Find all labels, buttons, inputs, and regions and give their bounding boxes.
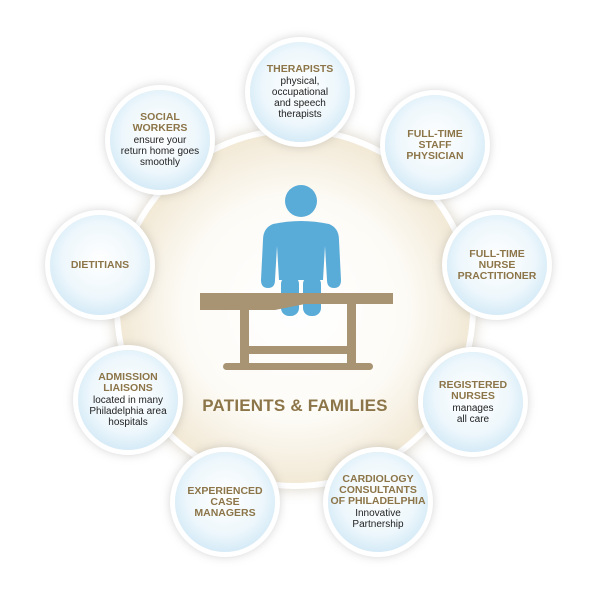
role-title-line: DIETITIANS [70, 258, 130, 271]
bed-right-post [347, 302, 356, 364]
role-title-line: REGISTERED [438, 378, 508, 391]
role-title-line: STAFF [418, 138, 452, 151]
role-title-line: PRACTITIONER [457, 269, 537, 282]
role-title-line: PHYSICIAN [406, 149, 464, 162]
role-title-line: FULL-TIME [469, 247, 525, 260]
role-title-line: FULL-TIME [407, 127, 463, 140]
role-title-line: MANAGERS [194, 506, 256, 519]
role-title: THERAPISTS [267, 64, 334, 75]
role-description-line: therapists [278, 109, 322, 120]
role-description-line: return home goes [120, 146, 200, 157]
role-title-line: NURSE [478, 258, 516, 271]
role-title-line: WORKERS [132, 122, 188, 134]
patient-on-bed-icon [200, 185, 393, 370]
role-title-line: CARDIOLOGY [342, 473, 414, 485]
role-title-line: ADMISSION [98, 371, 158, 383]
role-description-line: manages [452, 402, 494, 414]
role-title: DIETITIANS [70, 258, 130, 271]
patient-body [261, 221, 341, 288]
bed-surface [200, 293, 393, 310]
role-title-line: SOCIAL [140, 111, 180, 123]
role-description-line: all care [456, 413, 490, 425]
role-description-line: Innovative [355, 508, 401, 519]
bed-base [223, 363, 373, 370]
role-node-dietitians: DIETITIANS [50, 215, 150, 315]
center-label: PATIENTS & FAMILIES [202, 396, 388, 415]
role-description-line: ensure your [133, 135, 187, 146]
bed-left-post [240, 308, 249, 364]
role-description-line: located in many [92, 395, 164, 406]
role-description-line: hospitals [108, 417, 148, 428]
patient-head [285, 185, 317, 217]
bed-frame [240, 346, 356, 354]
role-title-line: LIAISONS [103, 382, 153, 394]
role-title-line: THERAPISTS [266, 63, 334, 75]
role-description-line: Partnership [352, 519, 404, 530]
role-description-line: and speech [274, 98, 326, 109]
role-description-line: physical, [280, 76, 320, 87]
role-description-line: Philadelphia area [89, 406, 167, 417]
role-description-line: occupational [271, 87, 329, 98]
role-title-line: OF PHILADELPHIA [330, 495, 426, 507]
role-title-line: EXPERIENCED [187, 484, 263, 497]
role-title-line: CASE [210, 495, 240, 508]
role-title-line: NURSES [451, 389, 495, 402]
role-description-line: smoothly [139, 157, 180, 168]
role-title-line: CONSULTANTS [339, 484, 417, 496]
